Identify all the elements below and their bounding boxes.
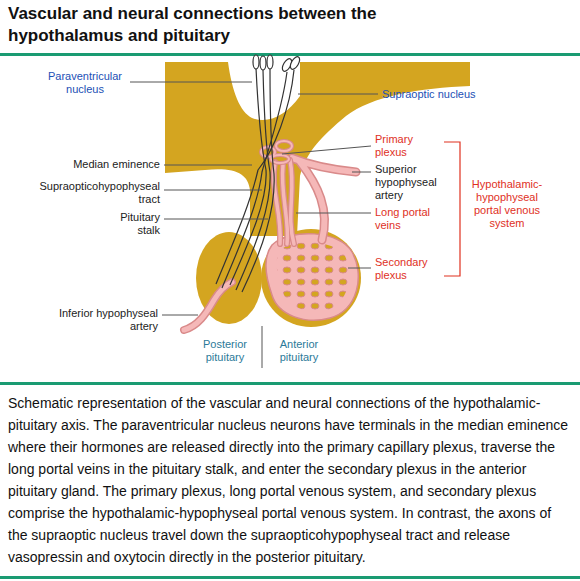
part-label: Secondary plexus xyxy=(375,256,437,282)
neuron-fibers xyxy=(216,68,294,292)
anterior-lobe xyxy=(261,229,361,327)
part-label: Paraventricular nucleus xyxy=(40,70,130,96)
title: Vascular and neural connections between … xyxy=(8,3,478,47)
part-label: Hypothalamic-hypophyseal portal venous s… xyxy=(466,178,548,230)
plexus-texture xyxy=(277,242,350,311)
part-label: Supraoptic nucleus xyxy=(382,88,492,101)
leader-lines xyxy=(130,82,378,368)
part-label: Superior hypophyseal artery xyxy=(375,163,441,202)
part-label: Pituitary stalk xyxy=(100,211,160,237)
rule xyxy=(0,53,580,56)
rule xyxy=(0,576,580,579)
part-label: Supraopticohypophyseal tract xyxy=(20,180,160,206)
part-label: Median eminence xyxy=(40,158,160,171)
cell-bodies xyxy=(253,55,302,73)
part-label: Posterior pituitary xyxy=(193,338,257,364)
part-label: Inferior hypophyseal artery xyxy=(30,307,158,333)
rule xyxy=(0,382,580,385)
part-label: Long portal veins xyxy=(375,206,437,232)
part-label: Anterior pituitary xyxy=(267,338,331,364)
bracket xyxy=(444,142,460,276)
part-label: Primary plexus xyxy=(375,133,430,159)
caption: Schematic representation of the vascular… xyxy=(8,392,574,568)
